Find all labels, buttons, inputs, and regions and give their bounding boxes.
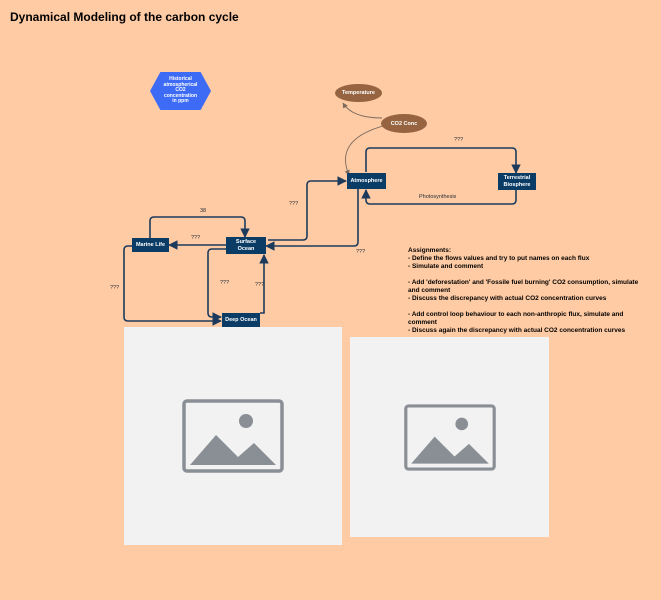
edge-label-marine-surface: ??? <box>191 235 201 241</box>
image-placeholder-left[interactable] <box>124 327 342 545</box>
edge-label-marine-top: 38 <box>200 208 207 214</box>
assignment-line: - Add 'deforestation' and 'Fossile fuel … <box>408 279 639 294</box>
edge-label-surface-to-atm: ??? <box>289 201 299 207</box>
co2-conc-node[interactable]: CO2 Conc <box>381 114 427 133</box>
edge-deep-to-surface <box>259 254 269 314</box>
edge-label-surface-deep-left: ??? <box>220 280 230 286</box>
image-placeholder-right[interactable] <box>350 337 549 537</box>
edge-label-atm-to-surface: ??? <box>356 249 366 255</box>
edge-label-atm-terr: ??? <box>454 137 464 143</box>
edge-surface-to-deep <box>207 248 226 322</box>
edge-photosynthesis <box>361 189 517 205</box>
atmosphere-node[interactable]: Atmosphere <box>347 173 386 189</box>
assignment-line: - Define the flows values and try to put… <box>408 255 590 262</box>
assignment-spacer <box>408 303 640 311</box>
deep-ocean-node[interactable]: Deep Ocean <box>222 313 260 327</box>
edge-co2-to-atmosphere <box>344 125 384 176</box>
historical-co2-hexagon[interactable]: Historical atmospherical CO2 concentrati… <box>150 72 211 110</box>
edge-marine-to-deep <box>123 245 222 326</box>
temperature-node[interactable]: Temperature <box>335 84 382 102</box>
assignment-line: - Discuss the discrepancy with actual CO… <box>408 294 607 302</box>
image-placeholder-icon <box>182 399 284 473</box>
edge-label-photosynthesis: Photosynthesis <box>419 194 457 200</box>
page-title: Dynamical Modeling of the carbon cycle <box>10 10 239 24</box>
image-placeholder-icon <box>403 403 496 471</box>
assignment-spacer <box>408 271 640 279</box>
edge-label-surface-deep-right: ??? <box>255 282 265 288</box>
marine-life-node[interactable]: Marine Life <box>132 238 169 252</box>
edge-label-marine-deep: ??? <box>110 285 120 291</box>
edge-atm-to-surface <box>265 189 359 251</box>
assignment-line: - Simulate and comment <box>408 263 484 270</box>
terrestrial-biosphere-node[interactable]: Terrestrial Biosphere <box>498 173 536 190</box>
assignments-heading: Assignments: <box>408 247 451 254</box>
edge-marine-top <box>149 216 250 238</box>
edge-co2-to-temperature <box>342 102 383 119</box>
edge-atm-terr-top <box>365 147 521 174</box>
assignment-line: - Add control loop behaviour to each non… <box>408 310 624 326</box>
surface-ocean-node[interactable]: Surface Ocean <box>226 237 266 254</box>
edge-surface-to-atm <box>268 176 347 241</box>
assignment-line: - Discuss again the discrepancy with act… <box>408 326 626 334</box>
assignments-text: Assignments: - Define the flows values a… <box>408 247 640 335</box>
